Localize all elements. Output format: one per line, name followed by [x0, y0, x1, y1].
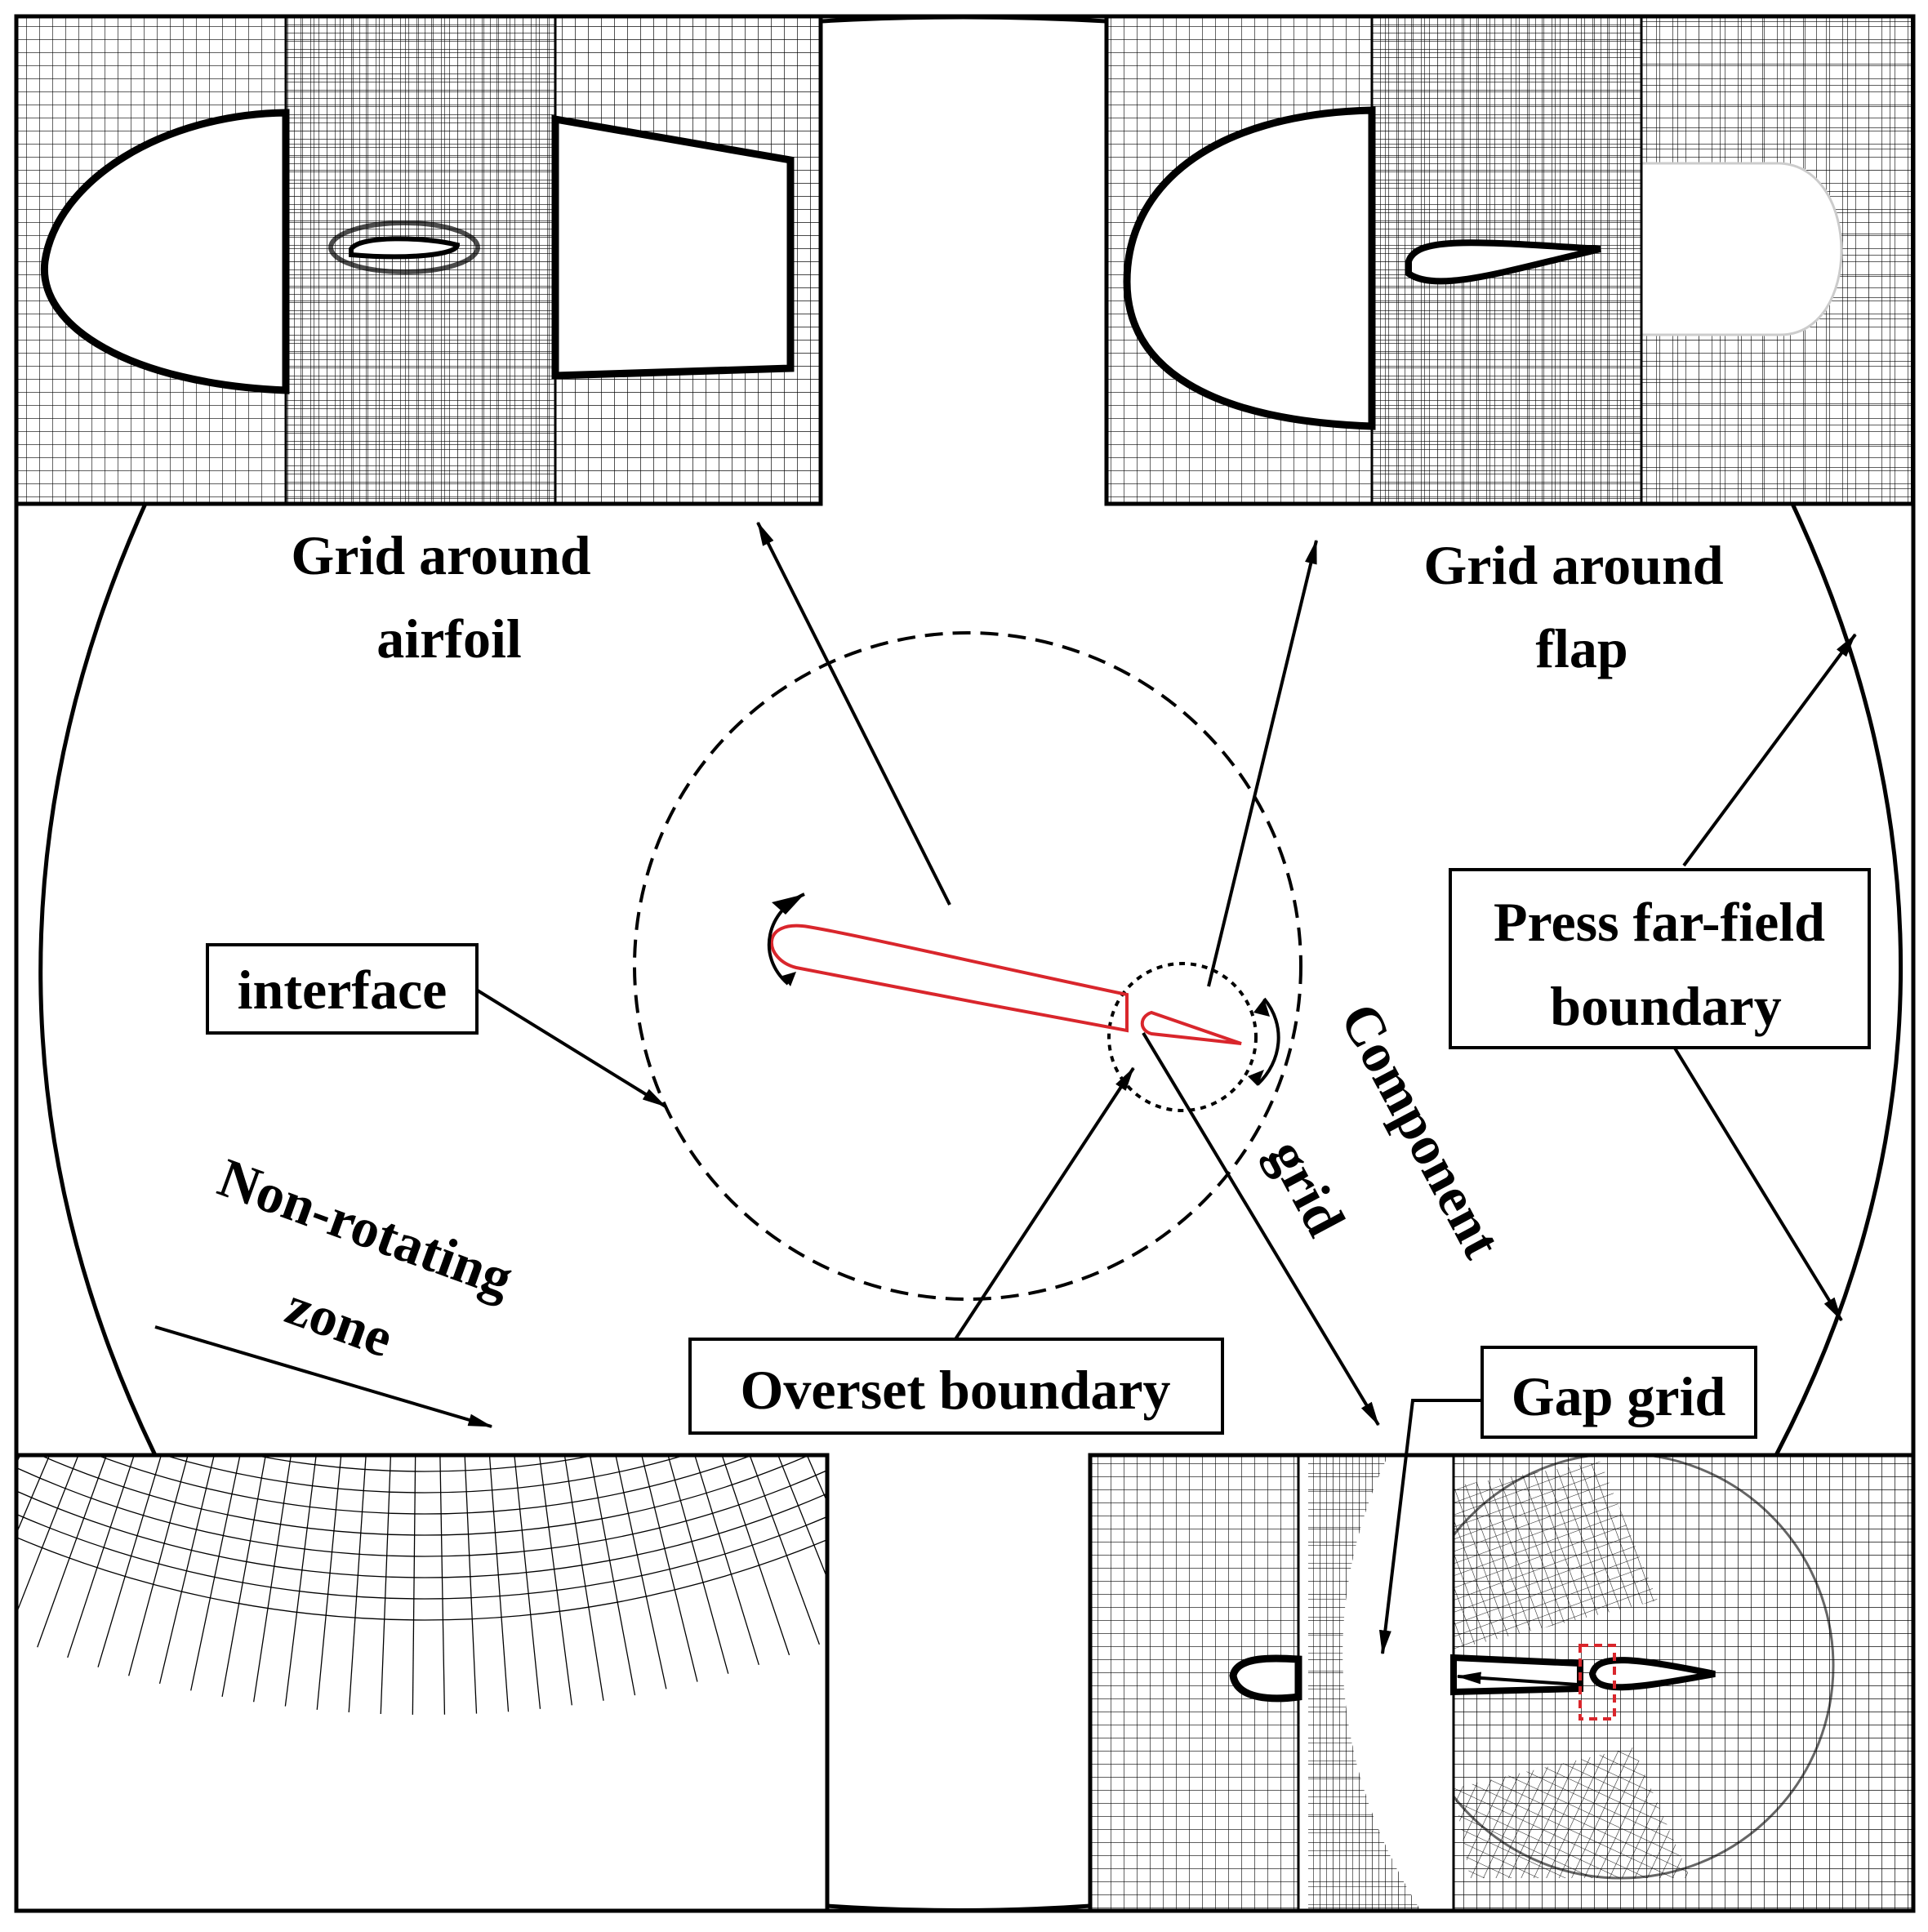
inset-grid-around-flap: [1106, 16, 1913, 504]
far-field-bottom-arc: [826, 1903, 1091, 1912]
arrow-to-airfoil-inset: [756, 521, 951, 906]
leader-lines: [154, 521, 1857, 1655]
arrow-non-rotating: [154, 1325, 493, 1428]
label-press-far-field-1: Press far-field: [1494, 891, 1825, 953]
flap-outline: [1140, 1010, 1242, 1045]
arrow-gap-grid: [1378, 1399, 1482, 1655]
inset-gap-grid: [1090, 1455, 1913, 1911]
arrow-component-grid: [1142, 1031, 1380, 1427]
label-grid-around-airfoil-1: Grid around: [291, 524, 590, 586]
inset-frame-top-right: [1104, 14, 1916, 506]
label-grid-around-flap-1: Grid around: [1423, 534, 1723, 596]
label-gap-grid: Gap grid: [1512, 1365, 1726, 1427]
far-field-left-arc: [38, 502, 158, 1457]
inset-non-rotating-mesh: [16, 1455, 827, 1715]
inset-grid-around-airfoil: [16, 16, 821, 504]
arrow-to-flap-inset: [1207, 539, 1318, 987]
overset-boundary-circle: [1107, 962, 1258, 1112]
label-overset-boundary: Overset boundary: [741, 1359, 1171, 1421]
rotation-arrow-flap: [1256, 997, 1280, 1086]
gap-label-box: [1481, 1346, 1757, 1439]
label-interface: interface: [238, 959, 447, 1021]
arrow-far-field-top: [1682, 633, 1857, 867]
far-field-top-arc: [820, 15, 1107, 24]
label-grid-around-airfoil-2: airfoil: [376, 608, 522, 670]
interface-circle: [633, 631, 1302, 1301]
gap-highlight-box: [1578, 1644, 1616, 1721]
airfoil-outline: [769, 924, 1129, 1033]
interface-label-box: [206, 943, 479, 1035]
arrow-overset-boundary: [954, 1066, 1135, 1341]
inset-frame-top-left: [14, 14, 823, 506]
label-grid-around-flap-2: flap: [1535, 617, 1627, 679]
overset-label-box: [688, 1338, 1224, 1435]
inset-frame-bottom-right: [1088, 1453, 1916, 1913]
inset-frame-bottom-left: [14, 1453, 830, 1913]
arrow-interface: [472, 986, 667, 1108]
arrow-far-field-bottom: [1672, 1045, 1843, 1322]
label-press-far-field-2: boundary: [1550, 975, 1781, 1037]
far-field-label-box: [1449, 868, 1871, 1049]
